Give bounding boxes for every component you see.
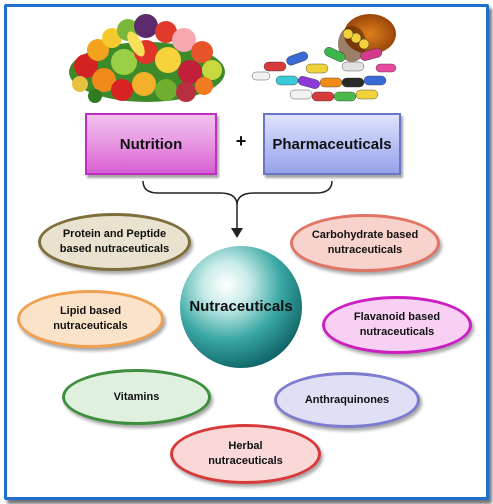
- anthraquinones-label: Anthraquinones: [304, 393, 390, 406]
- lipid-label: Lipid based nutraceuticals: [53, 305, 128, 332]
- protein-peptide-ellipse: Protein and Peptide based nutraceuticals: [38, 213, 191, 271]
- flavanoid-ellipse: Flavanoid based nutraceuticals: [322, 296, 472, 354]
- lipid-ellipse: Lipid based nutraceuticals: [17, 290, 164, 348]
- protein-peptide-label: Protein and Peptide based nutraceuticals: [59, 228, 170, 255]
- pharmaceuticals-label: Pharmaceuticals: [272, 135, 392, 153]
- down-arrow-icon: [231, 228, 243, 238]
- nutrition-box: Nutrition: [85, 113, 217, 175]
- nutraceuticals-sphere: [180, 246, 302, 368]
- plus-sign: +: [235, 131, 247, 151]
- pharmaceuticals-box: Pharmaceuticals: [263, 113, 401, 175]
- nutraceuticals-label: Nutraceuticals: [189, 298, 293, 315]
- pills-bottle-image: [251, 14, 397, 102]
- flavanoid-label: Flavanoid based nutraceuticals: [353, 311, 441, 338]
- nutrition-label: Nutrition: [119, 135, 183, 153]
- carbohydrate-label: Carbohydrate based nutraceuticals: [311, 229, 419, 256]
- herbal-label: Herbal nutraceuticals: [208, 440, 283, 467]
- vitamins-label: Vitamins: [113, 390, 160, 403]
- herbal-ellipse: Herbal nutraceuticals: [170, 424, 321, 484]
- anthraquinones-ellipse: Anthraquinones: [274, 372, 420, 428]
- carbohydrate-ellipse: Carbohydrate based nutraceuticals: [290, 214, 440, 272]
- fruits-vegetables-image: [69, 14, 225, 103]
- vitamins-ellipse: Vitamins: [62, 369, 211, 425]
- merge-bracket: [142, 180, 333, 228]
